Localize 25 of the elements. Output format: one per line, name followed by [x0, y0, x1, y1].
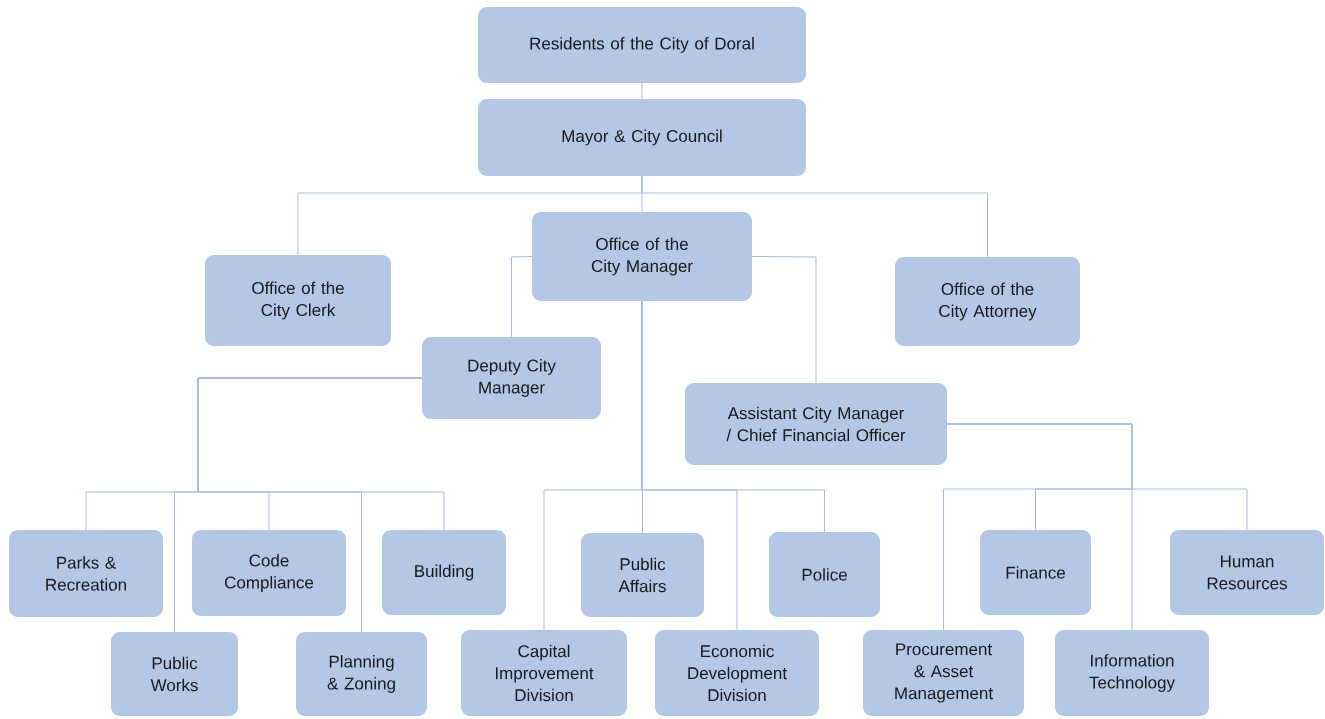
- org-box: Police: [769, 532, 880, 617]
- org-box: Capital Improvement Division: [461, 630, 627, 716]
- org-box: Assistant City Manager / Chief Financial Officer: [685, 383, 947, 465]
- org-box: Code Compliance: [192, 530, 346, 616]
- org-box: Information Technology: [1055, 630, 1209, 716]
- org-box: Human Resources: [1170, 530, 1324, 615]
- connector-line: [641, 300, 738, 631]
- org-box: Planning & Zoning: [296, 632, 427, 716]
- org-box: Public Works: [111, 632, 238, 716]
- org-box: Office of the City Attorney: [895, 257, 1080, 346]
- org-box: Public Affairs: [581, 533, 704, 617]
- org-box: Finance: [980, 530, 1091, 615]
- org-box: Parks & Recreation: [9, 530, 163, 617]
- org-box: Deputy City Manager: [422, 337, 601, 419]
- org-box: Procurement & Asset Management: [863, 630, 1024, 716]
- connector-line: [641, 175, 988, 258]
- connector-line: [511, 256, 533, 338]
- connector-line: [751, 256, 817, 384]
- org-box: Mayor & City Council: [478, 99, 806, 176]
- org-box: Building: [382, 530, 506, 615]
- connector-line: [641, 82, 643, 100]
- org-box: Office of the City Manager: [532, 212, 752, 301]
- org-box: Residents of the City of Doral: [478, 7, 806, 83]
- org-box: Office of the City Clerk: [205, 255, 391, 346]
- org-box: Economic Development Division: [655, 630, 819, 716]
